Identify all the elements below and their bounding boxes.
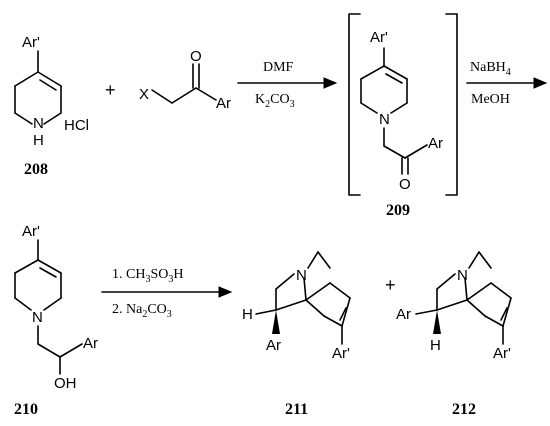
haloketone-reagent: X O Ar [139,48,231,112]
hydroxyl-label: OH [54,375,77,392]
compound-211: N Ar' H Ar 211 [242,251,351,418]
nitrogen-label: N [33,115,44,132]
aryl-label: Ar [83,335,98,352]
nitrogen-label: N [457,267,468,284]
compound-210: Ar' N Ar OH 210 [14,223,98,418]
reductant-nabh4: NaBH4 [470,60,511,78]
base-k2co3: K2CO3 [255,92,295,110]
plus-sign: + [105,80,116,100]
arrow-step-1: DMF K2CO3 [237,60,338,110]
acid-step: 1. CH3SO3H [112,267,183,285]
compound-number-209: 209 [386,202,410,219]
stereo-wedge [272,310,280,334]
oxygen-label: O [190,48,202,65]
plus-sign: + [385,275,396,295]
compound-208: Ar' N H HCl 208 [14,34,89,178]
intermediate-brackets [348,13,458,196]
compound-209: Ar' N Ar O 209 [360,29,443,219]
compound-number-211: 211 [285,401,308,418]
aryl-prime-label: Ar' [22,223,40,240]
aryl-prime-label: Ar' [332,345,350,362]
hydrogen-label: H [33,132,44,149]
compound-number-210: 210 [14,401,38,418]
nitrogen-label: N [296,267,307,284]
aryl-label: Ar [266,337,281,354]
aryl-label: Ar [428,135,443,152]
nitrogen-label: N [379,111,390,128]
aryl-prime-label: Ar' [370,29,388,46]
arrow-step-3: 1. CH3SO3H 2. Na2CO3 [101,267,233,320]
stereo-wedge [433,310,441,334]
compound-number-208: 208 [24,161,48,178]
leaving-group-label: X [139,86,149,103]
aryl-label: Ar [216,95,231,112]
arrow-step-2: NaBH4 MeOH [466,60,548,107]
hydrogen-label: H [242,306,253,323]
solvent-meoh: MeOH [471,92,510,107]
aryl-prime-label: Ar' [22,34,40,51]
compound-212: N Ar' Ar H 212 [396,251,512,418]
hcl-label: HCl [64,117,89,134]
solvent-dmf: DMF [263,60,294,75]
oxygen-label: O [399,176,411,193]
base-step: 2. Na2CO3 [112,302,172,320]
nitrogen-label: N [32,309,43,326]
aryl-label: Ar [396,306,411,323]
aryl-prime-label: Ar' [493,345,511,362]
compound-number-212: 212 [452,401,476,418]
hydrogen-label: H [430,337,441,354]
